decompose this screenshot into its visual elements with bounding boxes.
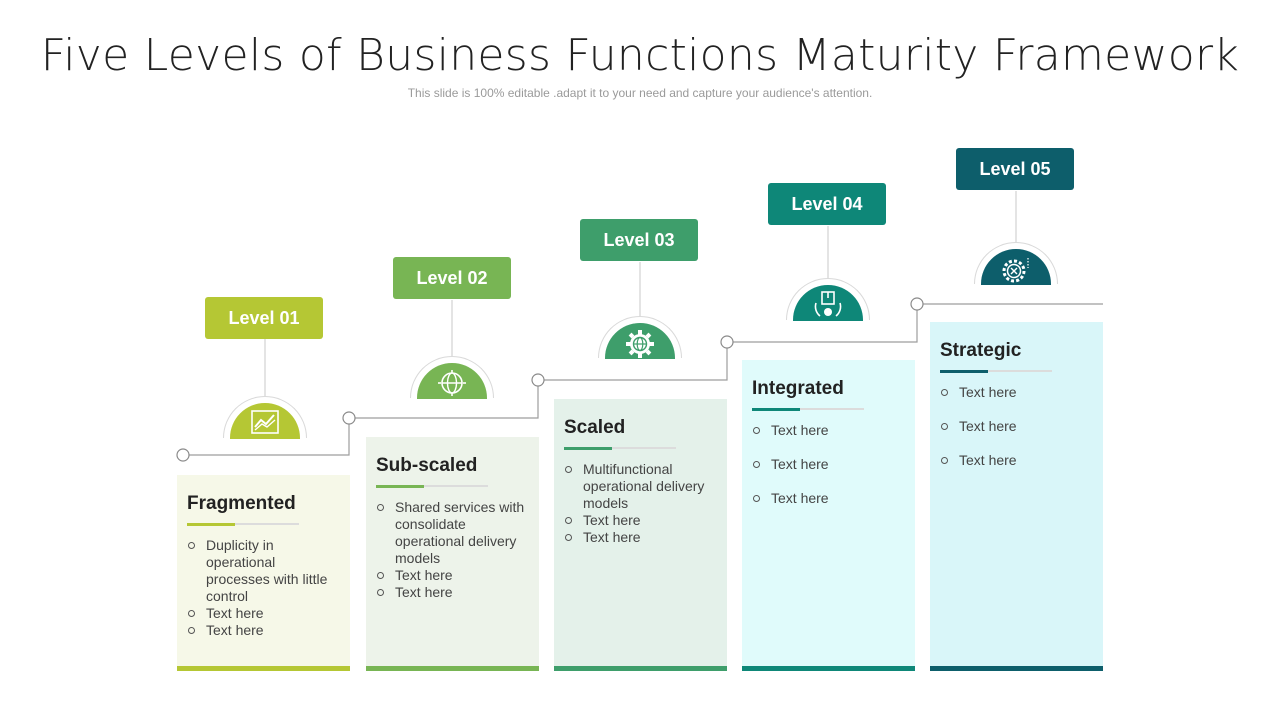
list-item: Text here xyxy=(940,452,1093,469)
slide-subtitle: This slide is 100% editable .adapt it to… xyxy=(407,86,873,100)
card-title: Integrated xyxy=(752,378,844,399)
level-3-dome xyxy=(598,316,682,359)
list-item: Text here xyxy=(187,605,340,622)
level-5-card: Strategic Text here Text here Text here xyxy=(930,322,1103,671)
card-title: Fragmented xyxy=(187,493,296,514)
level-tag-3: Level 03 xyxy=(580,219,698,261)
level-tag-4: Level 04 xyxy=(768,183,886,225)
step-node-2 xyxy=(342,411,356,425)
card-divider xyxy=(940,370,1052,373)
list-item: Text here xyxy=(940,384,1093,401)
step-node-1 xyxy=(176,448,190,462)
card-divider xyxy=(564,447,676,450)
globe-gear-icon xyxy=(626,330,654,358)
card-items: Duplicity in operational processes with … xyxy=(187,537,340,639)
list-item: Text here xyxy=(940,418,1093,435)
level-1-card: Fragmented Duplicity in operational proc… xyxy=(177,475,350,671)
card-divider xyxy=(187,523,299,526)
globe-target-icon xyxy=(438,370,466,396)
slide-title: Five Levels of Business Functions Maturi… xyxy=(40,30,1240,81)
list-item: Text here xyxy=(752,490,905,507)
card-items: Text here Text here Text here xyxy=(752,422,905,507)
step-node-3 xyxy=(531,373,545,387)
card-title: Scaled xyxy=(564,417,626,438)
card-items: Text here Text here Text here xyxy=(940,384,1093,469)
level-tag-1: Level 01 xyxy=(205,297,323,339)
card-divider xyxy=(376,485,488,488)
card-title: Strategic xyxy=(940,340,1022,361)
list-item: Multifunctional operational delivery mod… xyxy=(564,461,717,512)
strategy-gear-icon xyxy=(1002,258,1029,283)
level-2-card: Sub-scaled Shared services with consolid… xyxy=(366,437,539,671)
card-divider xyxy=(752,408,864,411)
list-item: Duplicity in operational processes with … xyxy=(187,537,340,605)
list-item: Text here xyxy=(564,512,717,529)
list-item: Text here xyxy=(564,529,717,546)
list-item: Text here xyxy=(187,622,340,639)
level-3-card: Scaled Multifunctional operational deliv… xyxy=(554,399,727,671)
box-cycle-icon xyxy=(814,291,842,317)
list-item: Text here xyxy=(376,584,529,601)
step-node-5 xyxy=(910,297,924,311)
card-items: Multifunctional operational delivery mod… xyxy=(564,461,717,546)
list-item: Text here xyxy=(376,567,529,584)
list-item: Shared services with consolidate operati… xyxy=(376,499,529,567)
level-4-card: Integrated Text here Text here Text here xyxy=(742,360,915,671)
card-title: Sub-scaled xyxy=(376,455,478,476)
step-node-4 xyxy=(720,335,734,349)
level-4-dome xyxy=(786,278,870,321)
card-items: Shared services with consolidate operati… xyxy=(376,499,529,601)
level-tag-2: Level 02 xyxy=(393,257,511,299)
list-item: Text here xyxy=(752,456,905,473)
level-tag-5: Level 05 xyxy=(956,148,1074,190)
chart-icon xyxy=(251,410,279,434)
list-item: Text here xyxy=(752,422,905,439)
